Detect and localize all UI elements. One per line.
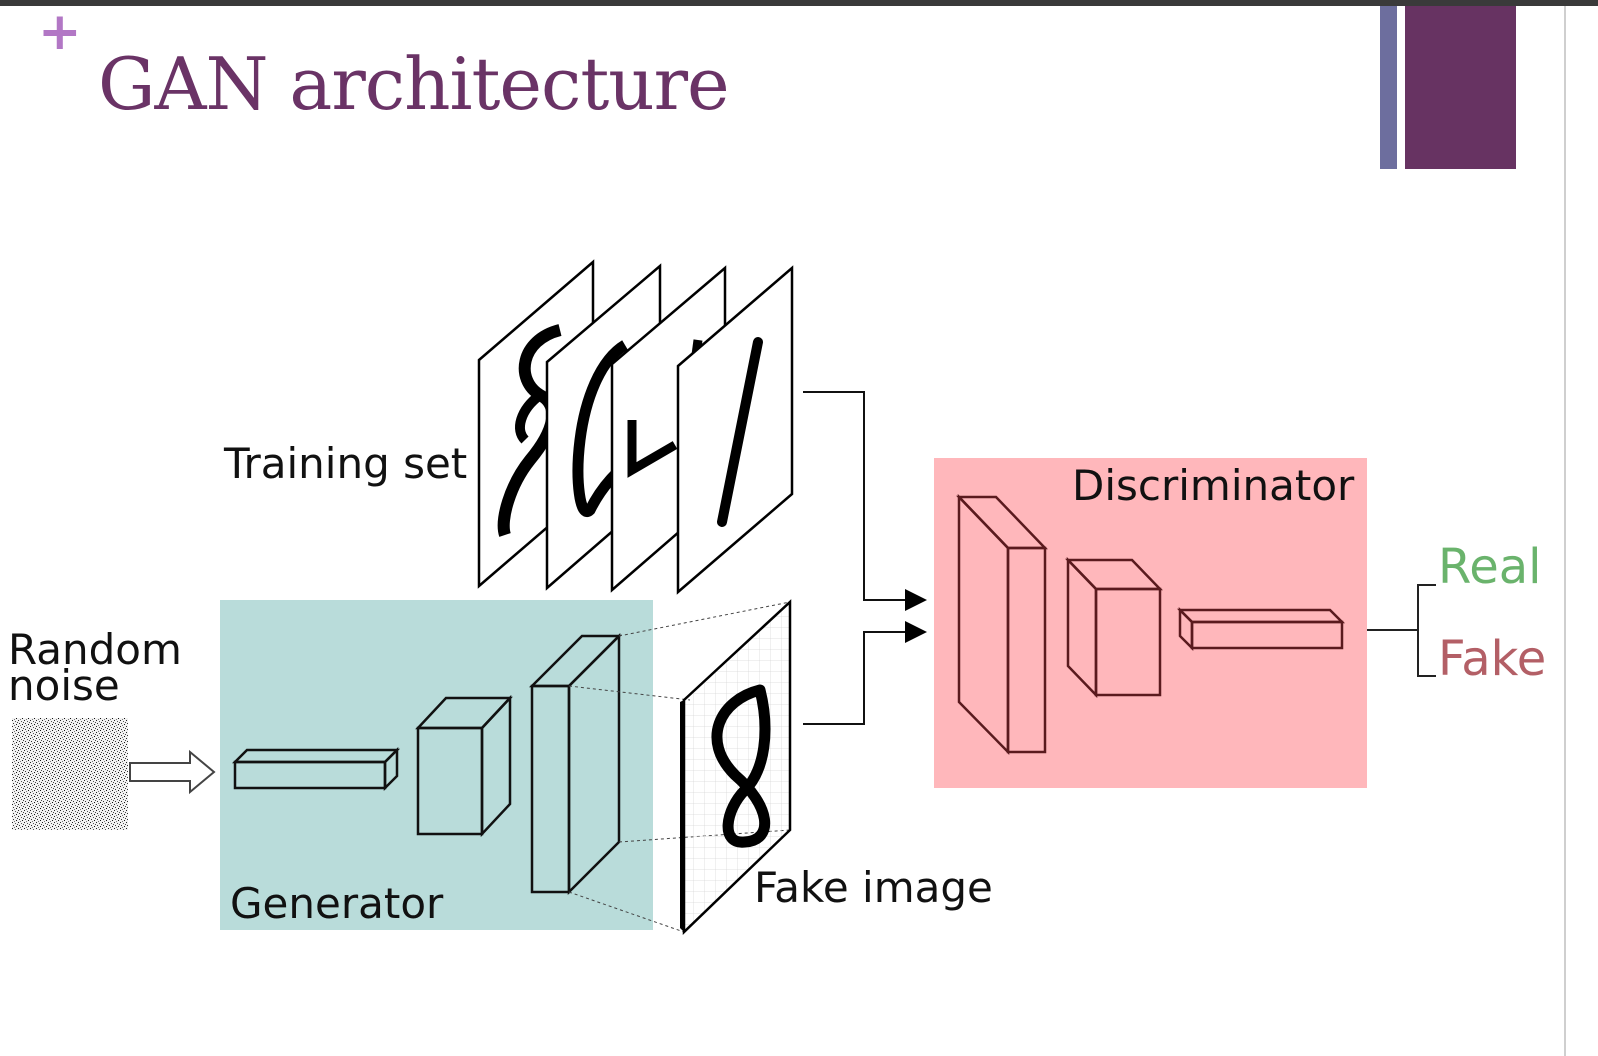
input-connectors [803, 391, 908, 725]
training-image-1 [676, 265, 794, 595]
arrow-head-fake [905, 621, 927, 643]
generator-label: Generator [230, 879, 444, 928]
generator-layer-2 [415, 694, 513, 838]
noise-image [12, 718, 128, 830]
discriminator-layer-1 [956, 493, 1048, 756]
output-bracket [1367, 584, 1436, 677]
training-set-images [477, 259, 794, 595]
fake-image-label: Fake image [754, 863, 993, 912]
generator-box [220, 600, 653, 930]
training-set-label: Training set [223, 439, 467, 488]
plus-icon: + [38, 2, 82, 62]
slide-title: GAN architecture [98, 42, 730, 126]
discriminator-layer-3 [1176, 606, 1346, 652]
fake-label: Fake [1438, 631, 1546, 687]
fake-image [680, 599, 792, 935]
discriminator-label: Discriminator [1072, 461, 1355, 510]
accent-bar-thin [1380, 6, 1397, 169]
arrow-head-real [905, 589, 927, 611]
discriminator-layers [956, 493, 1346, 756]
noise-arrow [129, 749, 216, 795]
discriminator-layer-2 [1065, 556, 1163, 699]
top-border [0, 0, 1598, 6]
random-noise-label-line1: Random [8, 625, 182, 674]
generator-layers [231, 632, 623, 896]
accent-bar-thick [1405, 6, 1516, 169]
real-label: Real [1438, 539, 1541, 595]
generator-layer-1 [231, 746, 401, 792]
random-noise-label-line2: noise [8, 661, 120, 710]
slide-edge [1564, 6, 1566, 1056]
